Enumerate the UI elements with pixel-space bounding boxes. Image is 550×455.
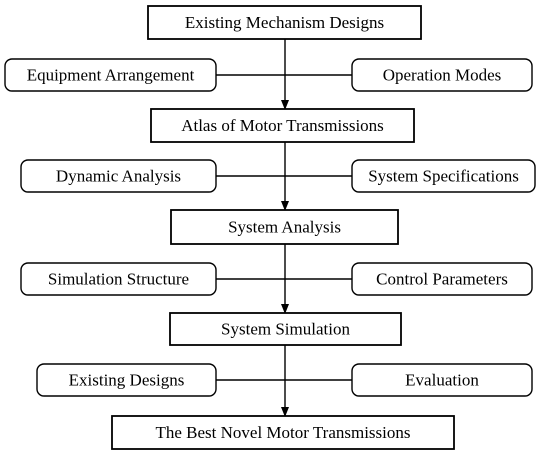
main-box-label: Atlas of Motor Transmissions bbox=[181, 116, 384, 135]
side-box-label: Operation Modes bbox=[383, 66, 502, 85]
side-box-simulation-structure: Simulation Structure bbox=[20, 262, 217, 296]
main-box-label: System Analysis bbox=[228, 218, 341, 237]
main-box-best-novel-motor-transmissions: The Best Novel Motor Transmissions bbox=[111, 415, 455, 450]
side-box-operation-modes: Operation Modes bbox=[351, 58, 533, 92]
main-box-existing-mechanism-designs: Existing Mechanism Designs bbox=[147, 5, 422, 40]
main-box-system-analysis: System Analysis bbox=[170, 209, 399, 245]
side-box-label: System Specifications bbox=[368, 167, 519, 186]
main-box-atlas-of-motor-transmissions: Atlas of Motor Transmissions bbox=[150, 108, 415, 143]
side-box-label: Control Parameters bbox=[376, 270, 508, 289]
main-box-system-simulation: System Simulation bbox=[169, 312, 402, 346]
side-box-existing-designs: Existing Designs bbox=[36, 363, 217, 397]
side-box-label: Existing Designs bbox=[69, 371, 185, 390]
side-box-label: Simulation Structure bbox=[48, 270, 189, 289]
side-box-control-parameters: Control Parameters bbox=[351, 262, 533, 296]
side-box-label: Evaluation bbox=[405, 371, 479, 390]
main-box-label: System Simulation bbox=[221, 320, 350, 339]
side-box-evaluation: Evaluation bbox=[351, 363, 533, 397]
side-box-dynamic-analysis: Dynamic Analysis bbox=[20, 159, 217, 193]
side-box-label: Dynamic Analysis bbox=[56, 167, 181, 186]
side-box-equipment-arrangement: Equipment Arrangement bbox=[4, 58, 217, 92]
side-box-system-specifications: System Specifications bbox=[351, 159, 536, 193]
side-box-label: Equipment Arrangement bbox=[27, 66, 195, 85]
main-box-label: The Best Novel Motor Transmissions bbox=[155, 423, 410, 442]
main-box-label: Existing Mechanism Designs bbox=[185, 13, 384, 32]
